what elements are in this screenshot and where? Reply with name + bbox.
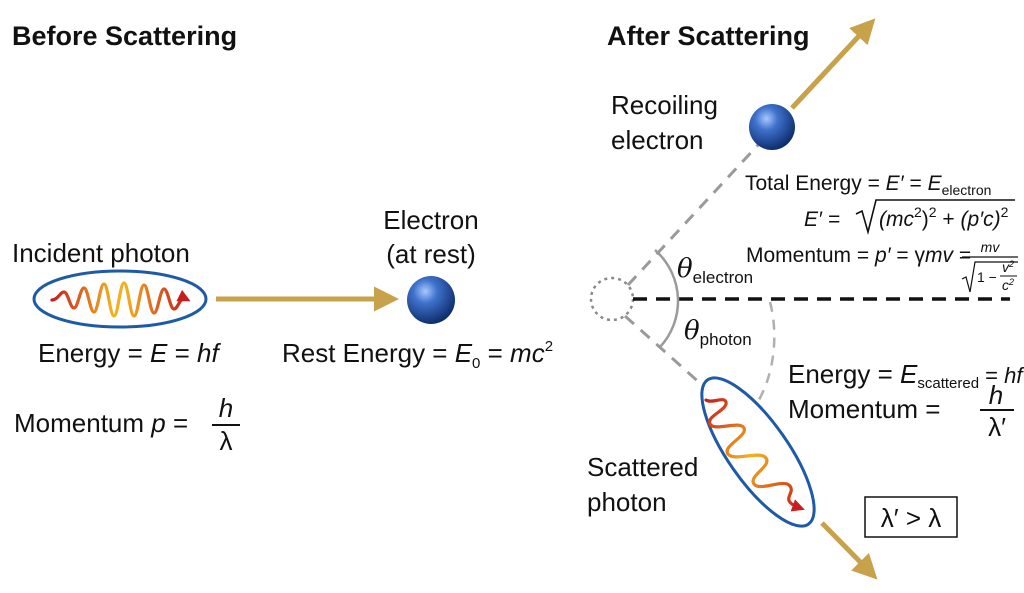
scat-momentum-den: λ′ (988, 412, 1006, 442)
energy-sqrt-equation: E′ = (mc2)2 + (p′c)2 (804, 199, 1015, 236)
electron-label-line2: (at rest) (386, 239, 476, 269)
mom-root-num: v2 (1002, 259, 1014, 275)
scattered-arrow (820, 521, 878, 580)
scattered-label-line2: photon (587, 487, 667, 517)
theta-electron-sub: electron (693, 268, 753, 287)
electron-label-line1: Electron (383, 205, 478, 235)
total-energy-equation: Total Energy = E′ = Eelectron (745, 172, 991, 198)
scat-momentum-num: h (989, 380, 1003, 410)
mom-root-num-sup: 2 (1008, 259, 1014, 269)
total-energy-sub: electron (942, 182, 992, 198)
scattered-label-line1: Scattered (587, 452, 698, 482)
incident-wave (50, 281, 191, 318)
incident-photon (32, 269, 208, 329)
theta-electron-arc (654, 249, 680, 300)
sqrt-plus: + (937, 208, 961, 231)
scattered-momentum-equation: Momentum = h λ′ (788, 380, 1014, 442)
sqrt-term1-sup: 2 (914, 204, 922, 220)
momentum-eq: = (166, 408, 188, 438)
after-heading: After Scattering (607, 21, 810, 51)
mom-frac-num: mv (981, 239, 1001, 255)
sqrt-lhs: E′ = (804, 208, 840, 231)
mom-root-den-sup: 2 (1008, 277, 1014, 287)
mom-root-num-v: v (1002, 259, 1010, 275)
scattered-photon-ellipse (700, 376, 816, 528)
sqrt-term1-close: ) (922, 208, 929, 231)
total-energy-prefix: Total Energy = (745, 172, 886, 195)
original-electron-position (589, 276, 635, 322)
sqrt-term2-sup: 2 (1001, 204, 1009, 220)
scattered-wave (704, 398, 805, 512)
electron-momentum-equation: Momentum = p′ = γmv = mv 1 − v2 c2 (746, 239, 1018, 293)
mom-root-den-c: c (1002, 277, 1009, 293)
mom-eq1: = γ (891, 244, 926, 267)
scattered-angle-guide (751, 301, 776, 411)
mom-root-den: c2 (1002, 277, 1014, 293)
mom-eq2: = (953, 244, 971, 267)
total-energy-E2: E (928, 172, 943, 195)
energy-mid: = (167, 338, 197, 368)
mom-p: p′ (874, 244, 892, 267)
recoil-label-line2: electron (611, 125, 704, 155)
mom-prefix: Momentum = (746, 244, 875, 267)
rest-mid: = (480, 338, 510, 368)
recoil-arrow (790, 18, 876, 110)
theta-photon-sub: photon (700, 330, 752, 349)
mom-mv: mv (925, 244, 954, 267)
rest-E: E (455, 338, 473, 368)
total-energy-E: E′ (886, 172, 905, 195)
scat-energy-E: E (900, 359, 918, 389)
sqrt-body: (mc2)2 + (p′c)2 (879, 204, 1009, 231)
sqrt-term2: (p′c) (961, 208, 1001, 231)
scat-energy-sub: scattered (917, 375, 979, 392)
momentum-p: p (150, 408, 165, 438)
electron-at-rest (407, 276, 455, 324)
energy-prefix: Energy = (38, 338, 150, 368)
scattered-photon (700, 376, 816, 528)
electron-momentum-text: Momentum = p′ = γmv = (746, 244, 971, 267)
momentum-prefix: Momentum (14, 408, 151, 438)
rest-mc: mc (510, 338, 545, 368)
incident-photon-label: Incident photon (12, 238, 190, 268)
sqrt-term1-sup2: 2 (929, 204, 937, 220)
energy-hf: hf (197, 338, 221, 368)
rest-energy-equation: Rest Energy = E0 = mc2 (282, 338, 553, 372)
scat-energy-prefix: Energy = (788, 359, 900, 389)
sqrt-radical (855, 199, 1015, 236)
recoiling-electron (749, 104, 795, 150)
scat-energy-mid: = (979, 363, 1004, 388)
sqrt-term1: (mc (879, 208, 914, 231)
theta-photon-label: θphoton (684, 316, 752, 349)
scat-energy-hf: hf (1004, 363, 1024, 388)
energy-E: E (150, 338, 168, 368)
momentum-denominator: λ (220, 426, 233, 456)
mom-root-one: 1 − (977, 269, 997, 285)
scattered-path (623, 314, 704, 387)
theta-photon-symbol: θ (684, 316, 700, 346)
recoil-label-line1: Recoiling (611, 90, 718, 120)
theta-electron-label: θelectron (677, 254, 753, 287)
total-energy-mid: = (904, 172, 928, 195)
theta-photon-arc (659, 298, 680, 348)
mom-root-radical (961, 261, 1018, 293)
wavelength-box (864, 496, 958, 538)
rest-sup: 2 (545, 338, 553, 355)
recoil-path (626, 143, 760, 287)
svg-text:Momentum p =: Momentum p = (14, 408, 188, 438)
before-heading: Before Scattering (12, 21, 237, 51)
wavelength-box-text: λ′ > λ (881, 503, 942, 533)
incident-energy-equation: Energy = E = hf (38, 338, 221, 368)
momentum-numerator: h (219, 393, 233, 423)
incident-momentum-equation: Momentum p = h λ (14, 393, 240, 456)
theta-electron-symbol: θ (677, 254, 693, 284)
scat-momentum-prefix: Momentum = (788, 394, 940, 424)
rest-prefix: Rest Energy = (282, 338, 455, 368)
scattered-energy-equation: Energy = Escattered = hf (788, 359, 1024, 392)
rest-sub: 0 (472, 355, 480, 372)
